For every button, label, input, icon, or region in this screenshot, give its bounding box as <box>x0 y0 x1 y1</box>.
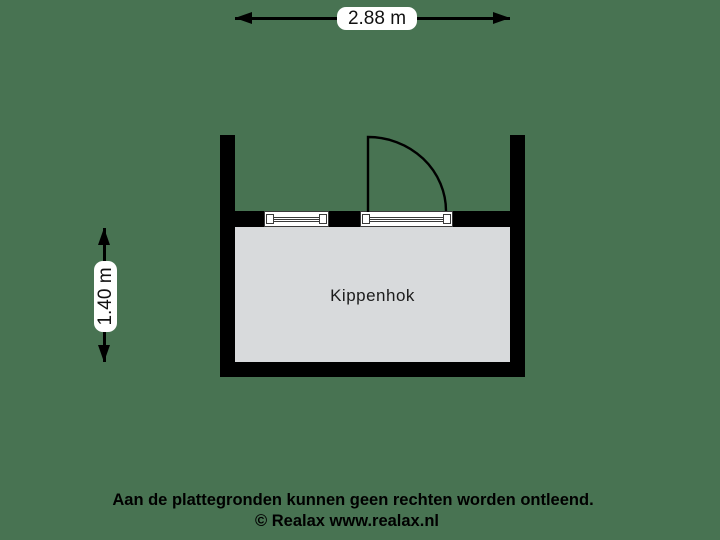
arrowhead-down-icon <box>98 345 110 362</box>
window-glazing-line <box>370 217 443 218</box>
window-glazing-line <box>370 221 443 222</box>
door-swing-icon <box>366 135 448 212</box>
window-1 <box>264 211 329 227</box>
wall-bottom <box>220 362 525 377</box>
dimension-width-label: 2.88 m <box>337 7 417 30</box>
window-glazing-line <box>274 221 319 222</box>
window-glazing-line <box>370 219 443 220</box>
window-mullion <box>319 214 327 224</box>
wall-left <box>220 135 235 377</box>
wall-top-segment-3 <box>453 211 525 227</box>
wall-top-segment-1 <box>220 211 264 227</box>
window-glazing-line <box>274 217 319 218</box>
wall-right <box>510 135 525 377</box>
window-2-door-opening <box>360 211 453 227</box>
window-mullion <box>362 214 370 224</box>
window-mullion <box>443 214 451 224</box>
footer-disclaimer: Aan de plattegronden kunnen geen rechten… <box>112 491 594 509</box>
wall-top-segment-2 <box>329 211 360 227</box>
room-label: Kippenhok <box>330 286 415 305</box>
arrowhead-up-icon <box>98 228 110 245</box>
footer-copyright: © Realax www.realax.nl <box>255 512 439 530</box>
arrowhead-right-icon <box>493 12 510 24</box>
arrowhead-left-icon <box>235 12 252 24</box>
window-mullion <box>266 214 274 224</box>
window-glazing-line <box>274 219 319 220</box>
dimension-height-label: 1.40 m <box>94 261 117 332</box>
